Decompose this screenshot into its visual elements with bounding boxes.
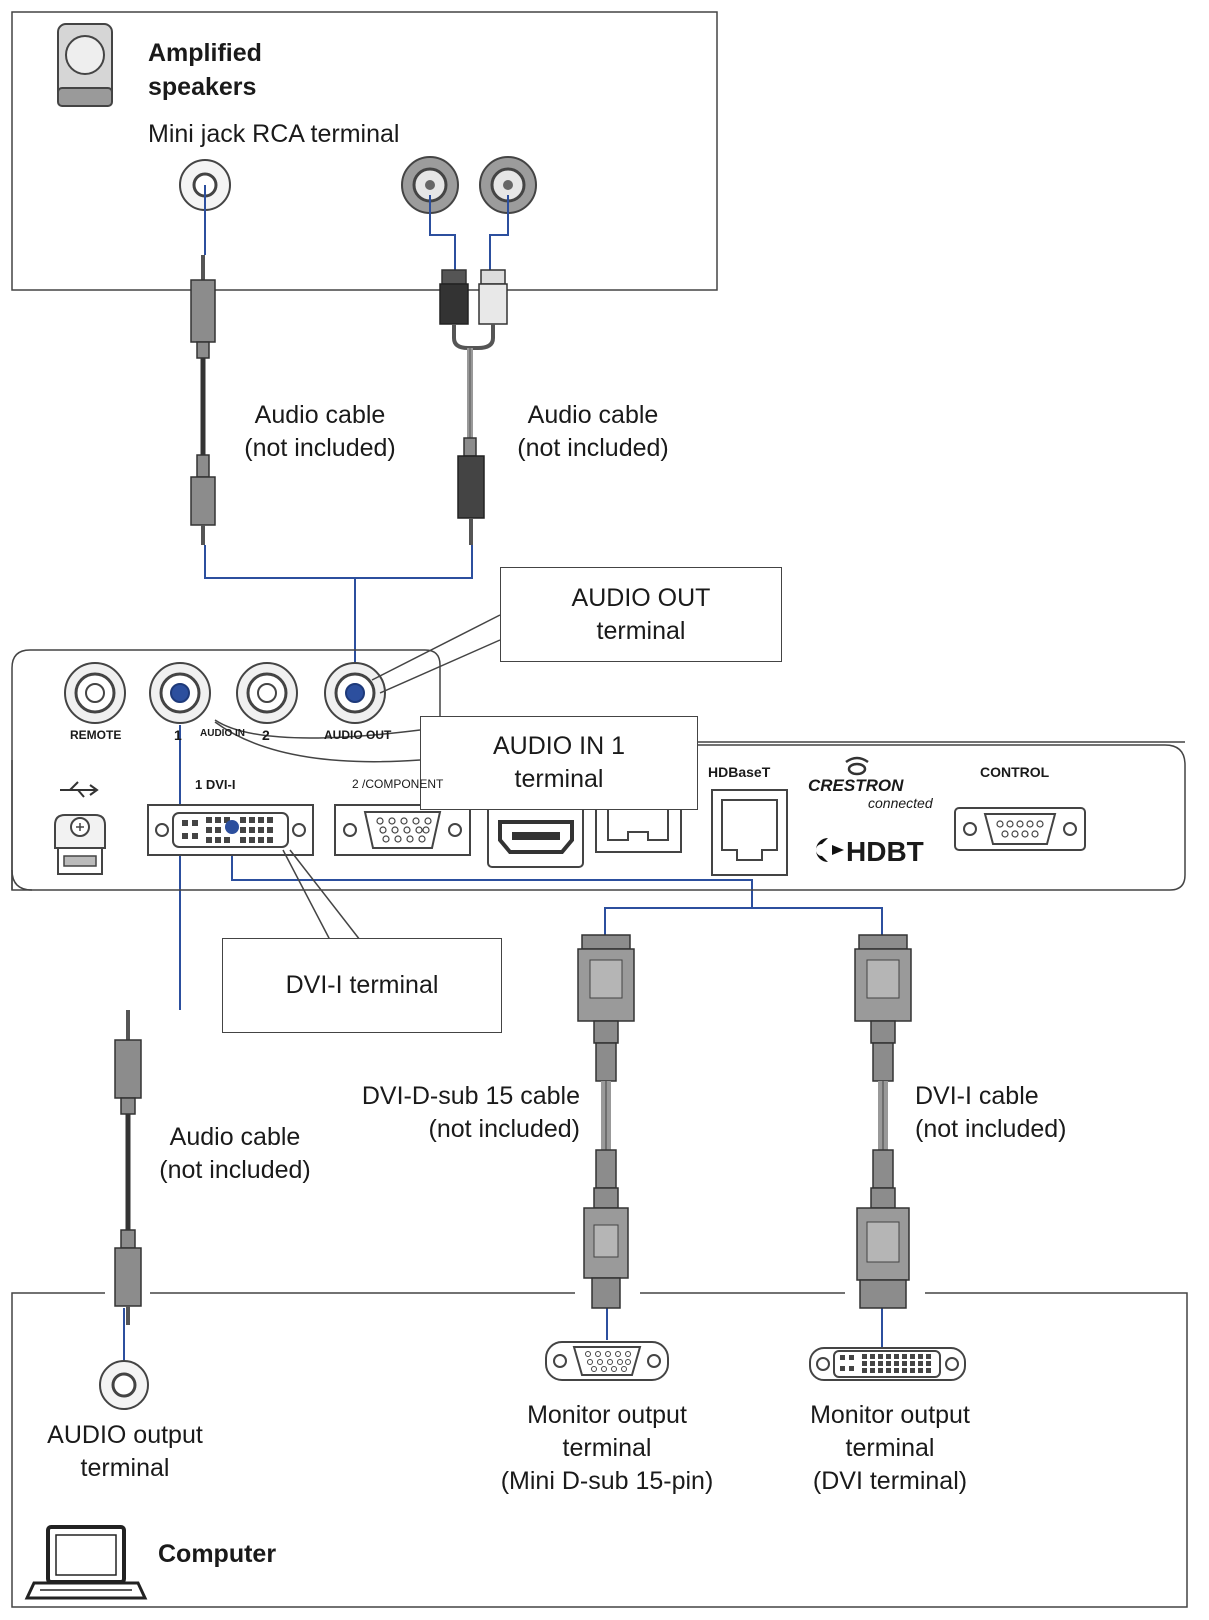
rca-terminal-left	[401, 156, 459, 214]
audio-in-callout: AUDIO IN 1 terminal	[420, 716, 698, 810]
projector-lower-panel	[11, 668, 1186, 891]
dvi-i-cable	[854, 934, 912, 1309]
crestron-label: CRESTRON	[808, 776, 904, 795]
dvi-cable-label-line2: (not included)	[915, 1115, 1067, 1143]
speakers-title-line2: speakers	[148, 73, 257, 101]
rca-terminal-right	[479, 156, 537, 214]
usb-port	[54, 814, 106, 875]
dvi-i-port-label: 1 DVI-I	[195, 777, 236, 792]
audio-cable-right-label-line2: (not included)	[517, 434, 669, 462]
speakers-title-line1: Amplified	[148, 39, 262, 67]
audio-cable-left-label-line2: (not included)	[244, 434, 396, 462]
audio-out-callout-line2: terminal	[596, 616, 686, 645]
hdbt-label: HDBT	[846, 836, 924, 867]
crestron-sub-label: connected	[868, 795, 933, 811]
audio-output-label-line2: terminal	[80, 1454, 170, 1482]
audio-output-label-line1: AUDIO output	[47, 1421, 203, 1449]
component-port-label: 2 /COMPONENT	[352, 777, 444, 791]
audio-cable-computer	[114, 1010, 142, 1325]
dsub-cable-label-line2: (not included)	[428, 1115, 580, 1143]
audio-in-1-jack	[149, 662, 211, 724]
audio-out-label: AUDIO OUT	[324, 728, 392, 742]
laptop-icon	[24, 1525, 148, 1600]
audio-cable-left	[190, 255, 216, 545]
crestron-logo-icon	[845, 756, 869, 776]
audio-cable-right	[439, 269, 508, 545]
remote-label: REMOTE	[70, 728, 122, 742]
computer-title: Computer	[158, 1540, 277, 1568]
hdbaset-port	[711, 789, 788, 876]
audio-out-callout-line1: AUDIO OUT	[571, 583, 711, 612]
computer-box	[11, 1292, 1188, 1608]
dvi-cable-label-line1: DVI-I cable	[915, 1082, 1039, 1110]
audio-in-2-label: 2	[262, 727, 270, 743]
audio-out-jack	[324, 662, 386, 724]
audio-in-callout-line1: AUDIO IN 1	[493, 732, 625, 760]
monitor-dsub-label-line1: Monitor output	[527, 1401, 687, 1429]
dvi-i-port	[147, 804, 314, 856]
projector-upper-panel	[11, 649, 441, 742]
computer-dsub-port	[545, 1341, 669, 1381]
monitor-dvi-label-line1: Monitor output	[810, 1401, 970, 1429]
monitor-dvi-label-line2: terminal	[845, 1434, 935, 1462]
dvi-i-callout-text: DVI-I terminal	[285, 971, 439, 999]
audio-cable-computer-label-line2: (not included)	[159, 1156, 311, 1184]
audio-in-callout-line2: terminal	[514, 765, 604, 793]
audio-in-2-jack	[236, 662, 298, 724]
component-port	[334, 804, 471, 856]
audio-in-1-label: 1	[174, 727, 182, 743]
dsub-cable-label-line1: DVI-D-sub 15 cable	[361, 1082, 580, 1110]
control-port	[954, 807, 1086, 851]
speaker-icon	[57, 23, 113, 107]
computer-dvi-port	[809, 1347, 966, 1381]
speakers-box	[11, 11, 718, 291]
audio-in-label: AUDIO IN	[200, 728, 245, 739]
dvi-i-callout: DVI-I terminal	[222, 938, 502, 1033]
monitor-dvi-label-line3: (DVI terminal)	[812, 1467, 968, 1495]
dvi-dsub-cable	[577, 934, 635, 1309]
hdbt-logo-icon	[816, 838, 844, 862]
audio-out-callout: AUDIO OUT terminal	[500, 567, 782, 662]
hdbaset-label: HDBaseT	[708, 764, 771, 780]
computer-audio-output-jack	[99, 1360, 149, 1410]
monitor-dsub-label-line3: (Mini D-sub 15-pin)	[500, 1467, 714, 1495]
remote-jack	[64, 662, 126, 724]
audio-cable-computer-label-line1: Audio cable	[169, 1123, 301, 1151]
usb-icon	[60, 781, 99, 798]
audio-cable-right-label-line1: Audio cable	[527, 401, 659, 429]
control-label: CONTROL	[980, 764, 1050, 780]
audio-cable-left-label-line1: Audio cable	[254, 401, 386, 429]
mini-jack-rca-label: Mini jack RCA terminal	[148, 120, 400, 148]
monitor-dsub-label-line2: terminal	[562, 1434, 652, 1462]
